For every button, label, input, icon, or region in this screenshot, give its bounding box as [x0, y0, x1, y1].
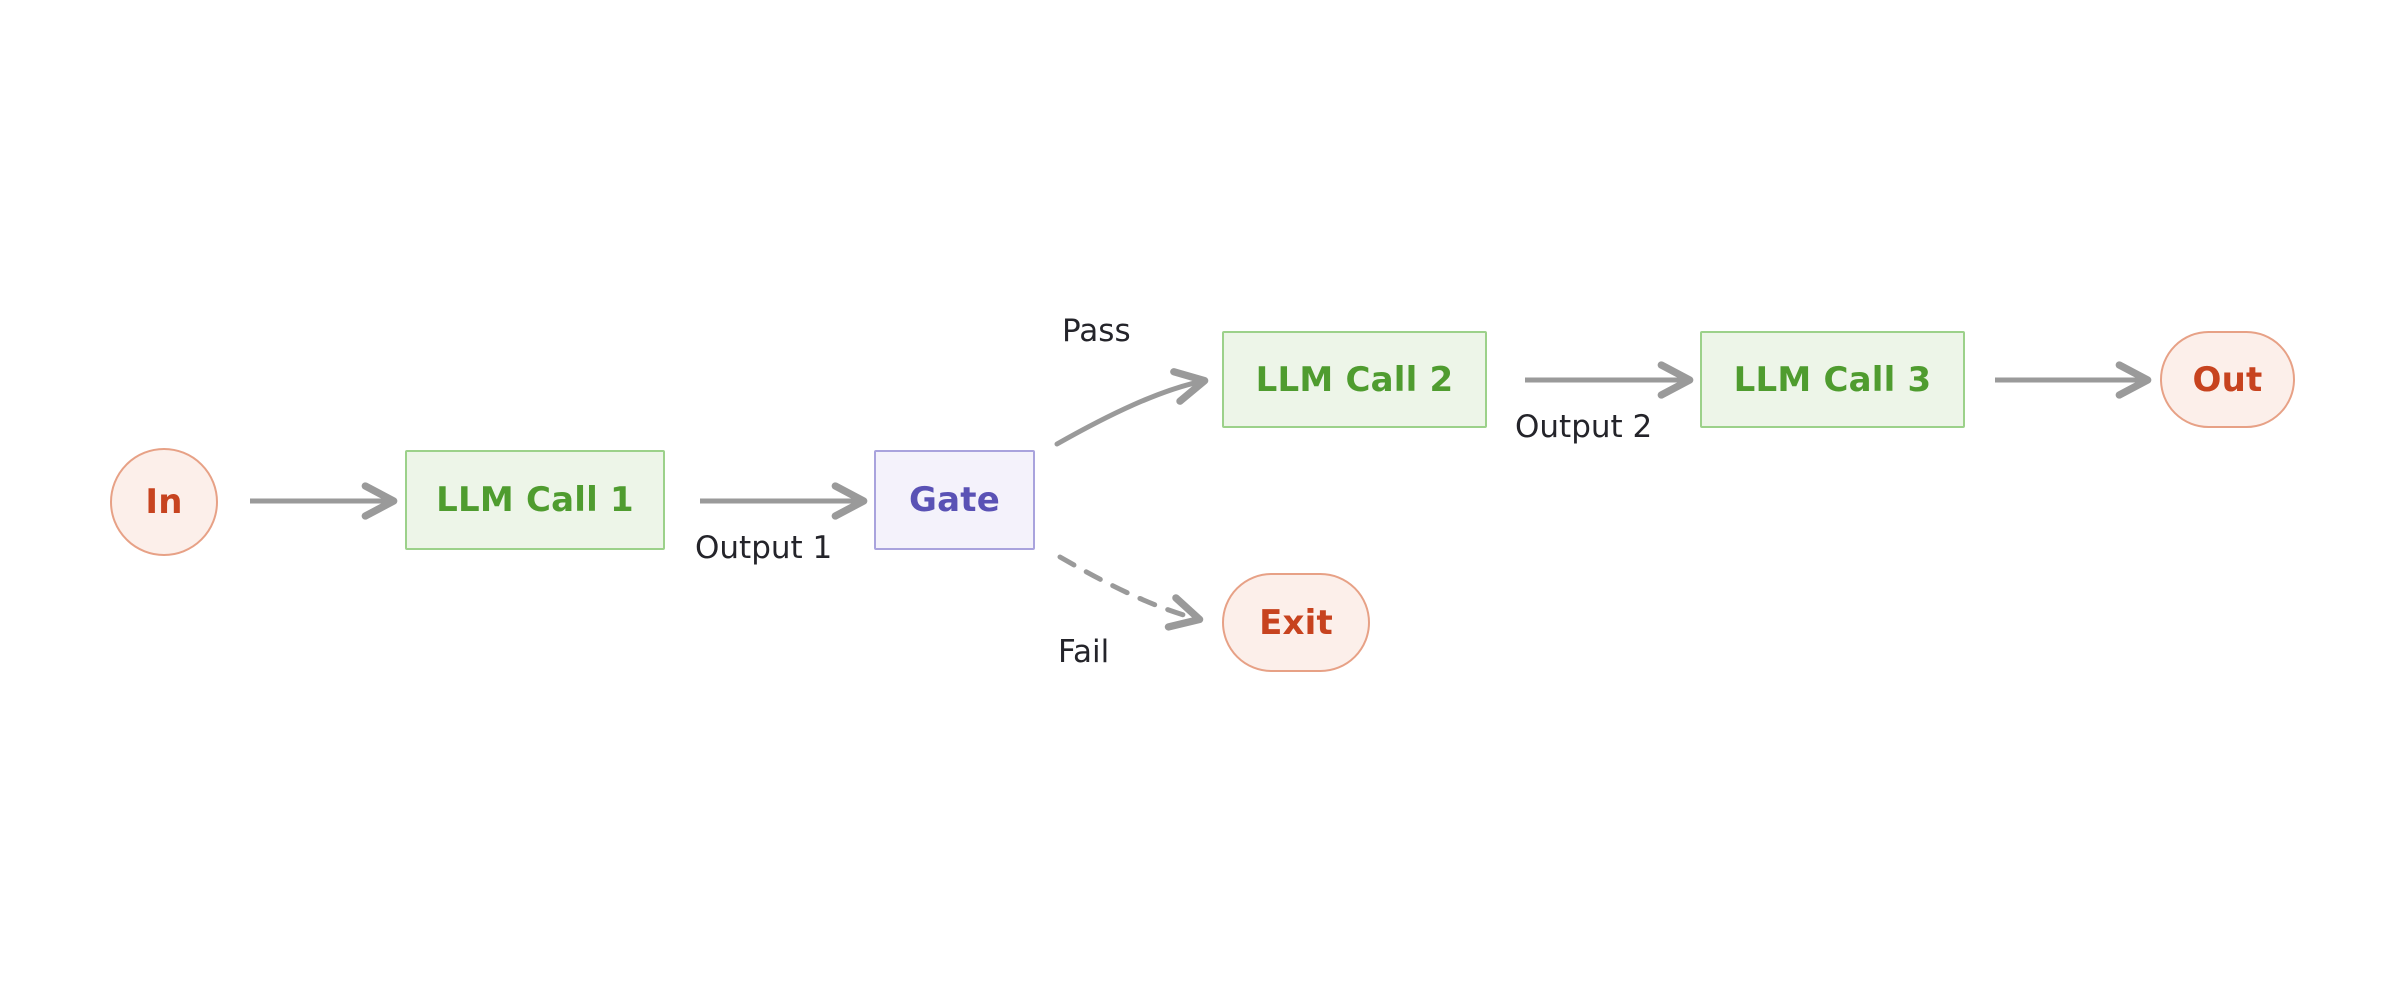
node-out[interactable]: Out — [2160, 331, 2295, 428]
node-exit-label: Exit — [1259, 602, 1333, 643]
edge-gate-to-call2-pass — [1054, 368, 1209, 447]
node-llm-call-3[interactable]: LLM Call 3 — [1700, 331, 1965, 428]
node-gate-label: Gate — [909, 480, 1000, 520]
node-llm-call-1[interactable]: LLM Call 1 — [405, 450, 665, 550]
node-gate[interactable]: Gate — [874, 450, 1035, 550]
node-exit[interactable]: Exit — [1222, 573, 1370, 672]
node-out-label: Out — [2192, 359, 2263, 400]
node-in[interactable]: In — [110, 448, 218, 556]
edge-label-pass: Pass — [1062, 313, 1131, 349]
node-llm-call-2[interactable]: LLM Call 2 — [1222, 331, 1487, 428]
node-llm-call-1-label: LLM Call 1 — [436, 480, 634, 520]
edge-label-fail: Fail — [1058, 634, 1110, 670]
edge-gate-to-exit-fail — [1057, 554, 1204, 631]
edge-label-output-1: Output 1 — [695, 530, 833, 566]
node-in-label: In — [145, 482, 183, 522]
node-llm-call-2-label: LLM Call 2 — [1255, 359, 1454, 400]
edge-label-output-2: Output 2 — [1515, 409, 1653, 445]
node-llm-call-3-label: LLM Call 3 — [1733, 359, 1932, 400]
